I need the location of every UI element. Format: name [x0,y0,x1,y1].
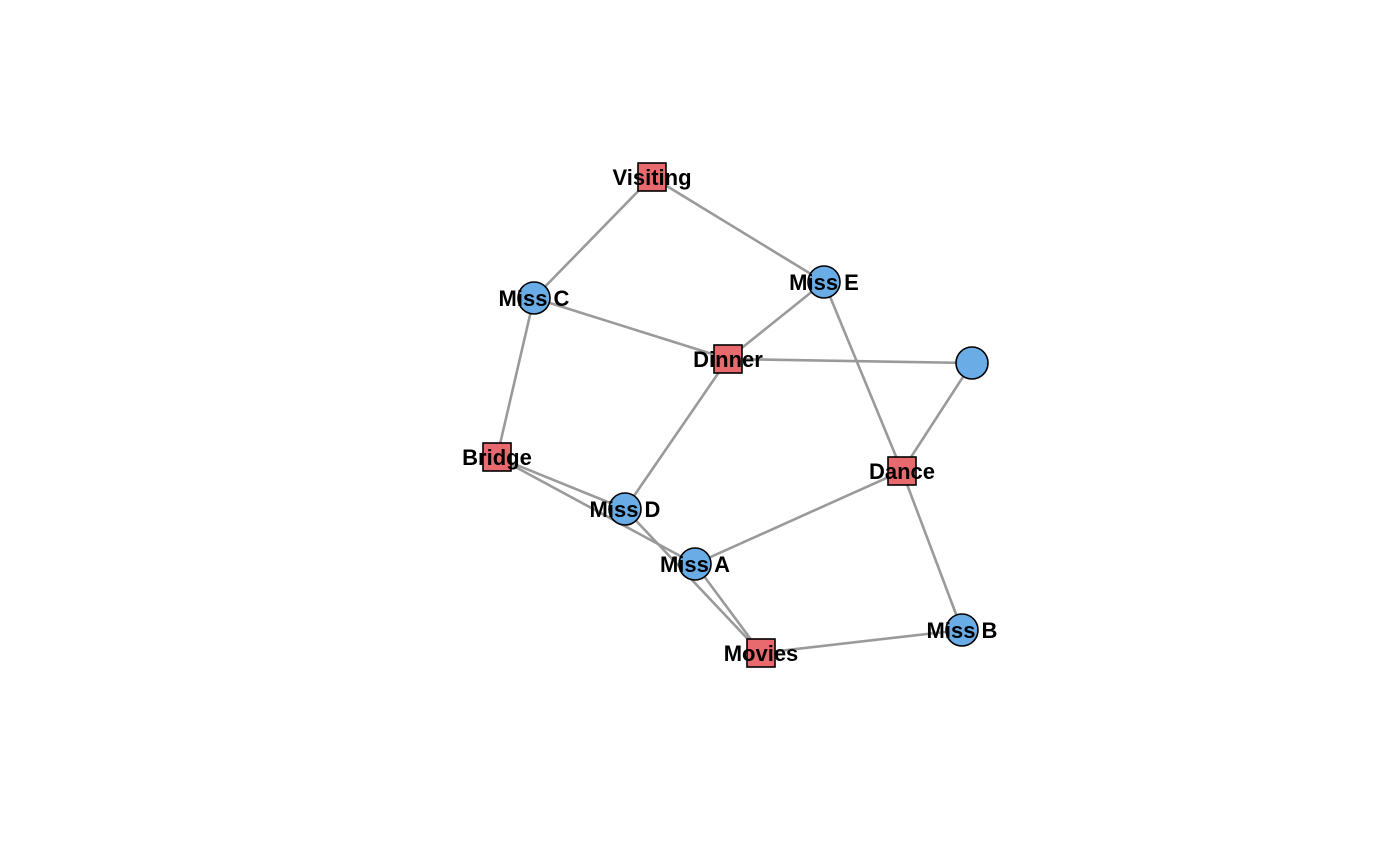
edges-layer [495,175,974,655]
edge-miss-c-dinner [533,296,729,361]
node-label-dinner: Dinner [693,347,763,372]
node-miss-a [678,547,712,581]
edge-dance-miss-a [694,469,903,566]
node-dinner [713,344,743,374]
node-label-bridge: Bridge [462,445,532,470]
node-miss-c [517,281,551,315]
node-visiting [637,162,667,192]
edge-movies-miss-b [760,628,963,655]
node-label-miss-e: Miss E [789,270,859,295]
edge-miss-e-dance [822,281,904,472]
node-bridge [482,442,512,472]
node-unlabeled [955,346,989,380]
edge-unlabeled-dance [900,362,974,472]
edge-miss-d-movies [624,508,762,654]
node-label-miss-b: Miss B [927,618,998,643]
edge-visiting-miss-c [533,176,653,299]
edge-bridge-miss-a [496,455,696,566]
node-label-miss-a: Miss A [660,552,730,577]
node-label-visiting: Visiting [612,165,691,190]
node-dance [887,456,917,486]
node-movies [746,638,776,668]
node-label-miss-d: Miss D [590,497,661,522]
edge-bridge-miss-d [496,455,626,511]
edge-miss-a-movies [693,563,763,654]
edge-dinner-unlabeled [727,357,973,365]
edge-dance-miss-b [900,470,964,631]
node-label-dance: Dance [869,459,935,484]
node-miss-e [807,265,841,299]
nodes-layer [482,162,989,668]
edge-visiting-miss-e [651,175,825,284]
edge-miss-c-bridge [495,297,536,458]
edge-miss-e-dinner [727,280,825,361]
node-label-miss-c: Miss C [499,286,570,311]
edge-dinner-miss-d [623,358,730,510]
node-miss-b [945,613,979,647]
node-miss-d [608,492,642,526]
node-label-movies: Movies [724,641,799,666]
